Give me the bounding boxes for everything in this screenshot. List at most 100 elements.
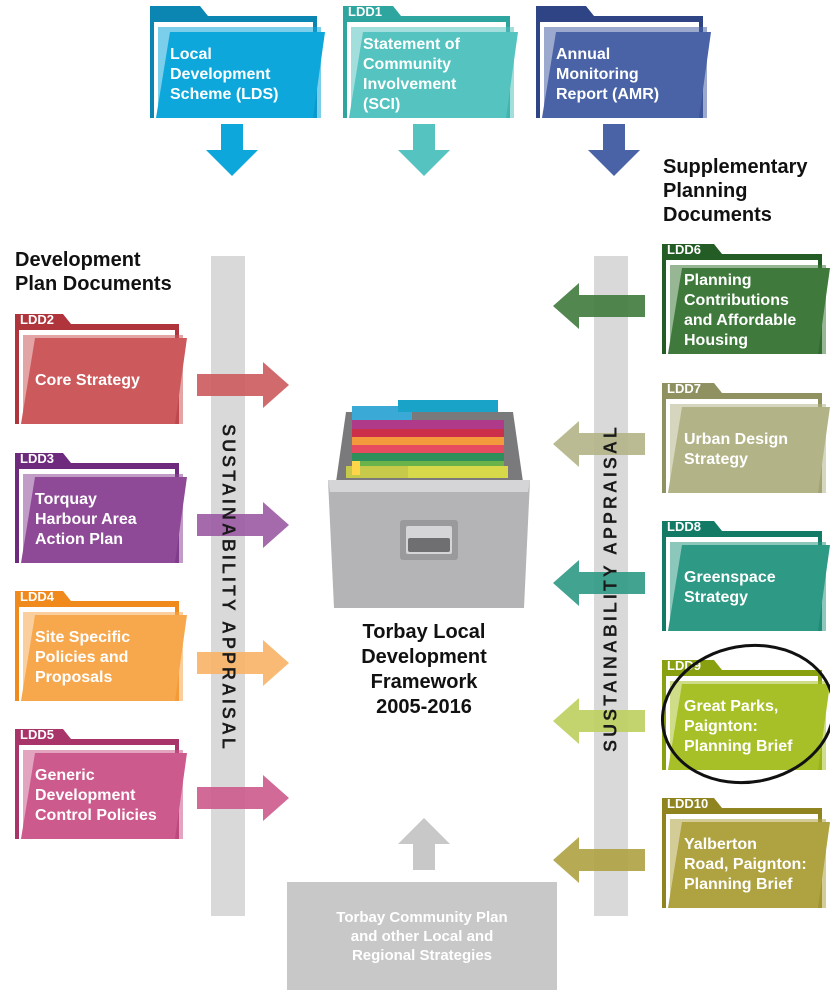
folder-label-line: Policies and	[35, 649, 129, 666]
folder-tab-label: LDD1	[348, 4, 382, 19]
folder-label-line: Planning Brief	[684, 738, 793, 755]
folder-label-line: Annual	[556, 46, 611, 63]
center-title-line: Torbay Local	[362, 621, 486, 643]
spd-heading-line: Documents	[663, 204, 772, 226]
folder-label-line: Community	[363, 56, 451, 73]
folder-icon	[15, 453, 187, 563]
arrow-left-planning	[553, 283, 645, 329]
folder-icon	[662, 521, 830, 631]
folder-label-line: Control Policies	[35, 807, 157, 824]
folder-label-line: Great Parks,	[684, 698, 779, 715]
community-line: Torbay Community Plan	[336, 909, 508, 926]
folder-label-line: Action Plan	[35, 531, 124, 548]
folder-label-line: Strategy	[684, 589, 749, 606]
filing-cabinet-icon	[328, 400, 530, 608]
folder-tab-label: LDD9	[667, 658, 701, 673]
arrow-down-sci	[398, 124, 450, 176]
folder-tab-label: LDD8	[667, 519, 701, 534]
folder-label-line: Development	[170, 66, 271, 83]
spd-heading-line: Planning	[663, 180, 748, 202]
folder-label-line: Housing	[684, 332, 748, 349]
community-line: and other Local and	[350, 928, 494, 945]
folder-icon	[15, 729, 187, 839]
folder-label-line: Torquay	[35, 491, 97, 508]
folder-label-line: and Affordable	[684, 312, 797, 329]
folder-label-line: Scheme (LDS)	[170, 86, 279, 103]
arrow-right-site	[197, 640, 289, 686]
arrow-right-core	[197, 362, 289, 408]
center-title-line: Framework	[370, 671, 478, 693]
folder-label-line: Site Specific	[35, 629, 131, 646]
folder-label-line: Road, Paignton:	[684, 856, 807, 873]
folder-label: Core Strategy	[35, 371, 140, 391]
folder-label-line: Core Strategy	[35, 372, 140, 389]
folder-tab-label: LDD4	[20, 589, 54, 604]
folder-icon	[662, 798, 830, 908]
folder-label-line: Report (AMR)	[556, 86, 660, 103]
dpd-heading-line: Development	[15, 249, 141, 271]
arrow-left-urban	[553, 421, 645, 467]
folder-icon	[662, 660, 830, 770]
folder-label-line: Yalberton	[684, 836, 757, 853]
sustainability-label-left: SUSTAINABILITY APPRAISAL	[218, 424, 239, 752]
spd-heading-line: Supplementary	[663, 156, 808, 178]
folder-label-line: Paignton:	[684, 718, 758, 735]
arrow-down-amr	[588, 124, 640, 176]
spd-heading: Supplementary Planning Documents	[663, 155, 807, 227]
folder-label-line: Monitoring	[556, 66, 639, 83]
folder-label-line: Statement of	[363, 36, 460, 53]
arrow-left-yalberton	[553, 837, 645, 883]
folder-label-line: Strategy	[684, 451, 749, 468]
folder-icon	[150, 6, 325, 118]
folder-label-line: Contributions	[684, 292, 789, 309]
highlight-ring	[660, 643, 830, 785]
folder-icon	[343, 6, 518, 118]
arrow-right-torquay	[197, 502, 289, 548]
sustainability-label-right: SUSTAINABILITY APPRAISAL	[600, 424, 621, 752]
community-plan-box: Torbay Community Plan and other Local an…	[287, 882, 557, 990]
folder-label-line: Generic	[35, 767, 95, 784]
folder-tab-label: LDD3	[20, 451, 54, 466]
arrow-up-community	[398, 818, 450, 870]
center-title-line: 2005-2016	[376, 696, 472, 718]
folder-icon	[536, 6, 711, 118]
arrow-right-generic	[197, 775, 289, 821]
dpd-heading-line: Plan Documents	[15, 273, 172, 295]
folder-tab-label: LDD2	[20, 312, 54, 327]
center-title-line: Development	[361, 646, 487, 668]
center-title: Torbay Local Development Framework 2005-…	[324, 620, 524, 720]
folder-label-line: Planning Brief	[684, 876, 793, 893]
folder-label-line: Development	[35, 787, 136, 804]
folder-label-line: Local	[170, 46, 212, 63]
dpd-heading: Development Plan Documents	[15, 248, 172, 296]
folder-icon	[15, 591, 187, 701]
folder-label-line: Involvement	[363, 76, 457, 93]
arrow-left-greatparks	[553, 698, 645, 744]
folder-tab-label: LDD7	[667, 381, 701, 396]
folder-label: Great Parks, Paignton: Planning Brief	[684, 697, 792, 757]
folder-label-line: Greenspace	[684, 569, 776, 586]
folder-icon	[15, 314, 187, 424]
folder-icon	[662, 244, 830, 354]
folder-label-line: Urban Design	[684, 431, 789, 448]
arrow-down-lds	[206, 124, 258, 176]
